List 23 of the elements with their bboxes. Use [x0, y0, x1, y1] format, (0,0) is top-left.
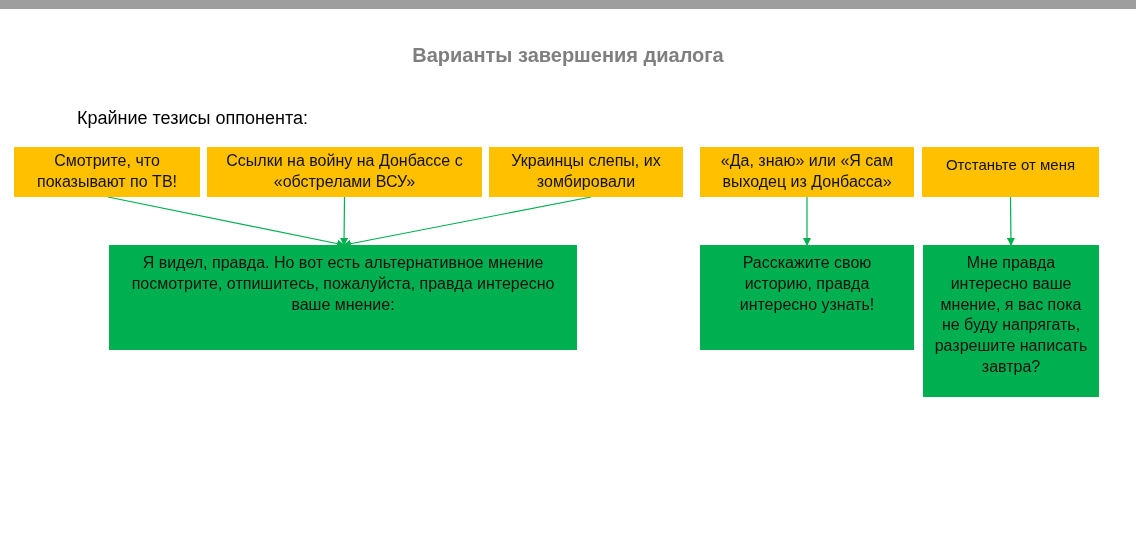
thesis-box: [700, 147, 914, 197]
thesis-box: [14, 147, 200, 197]
arrow: [343, 196, 592, 248]
box-text: Я видел, правда. Но вот есть альтернативное мнение посмотрите, отпишитесь, пожалуйста, правда интересно ваше мнение:: [130, 253, 556, 315]
thesis-box: [207, 147, 482, 197]
box-text: «Да, знаю» или «Я сам выходец из Донбасса»: [719, 151, 895, 192]
thesis-box: [489, 147, 683, 197]
arrow: [803, 196, 811, 246]
box-text: Отстаньте от меня: [945, 155, 1076, 175]
response-box: [700, 245, 914, 350]
response-box: [923, 245, 1099, 397]
box-text: Украинцы слепы, их зомбировали: [510, 151, 662, 192]
response-box: [109, 245, 577, 350]
box-text: Мне правда интересно ваше мнение, я вас пока не буду напрягать, разрешите написать завтра?: [933, 253, 1089, 377]
thesis-box: [922, 147, 1099, 197]
box-text: Расскажите свою историю, правда интересно узнать!: [738, 253, 876, 315]
section-label: Крайние тезисы оппонента:: [77, 108, 308, 129]
arrow: [340, 196, 349, 246]
arrow: [1006, 196, 1015, 246]
box-text: Смотрите, что показывают по ТВ!: [36, 151, 178, 192]
arrow: [107, 196, 345, 248]
box-text: Ссылки на войну на Донбассе с «обстрелами ВСУ»: [225, 151, 464, 192]
title: Варианты завершения диалога: [411, 44, 725, 67]
